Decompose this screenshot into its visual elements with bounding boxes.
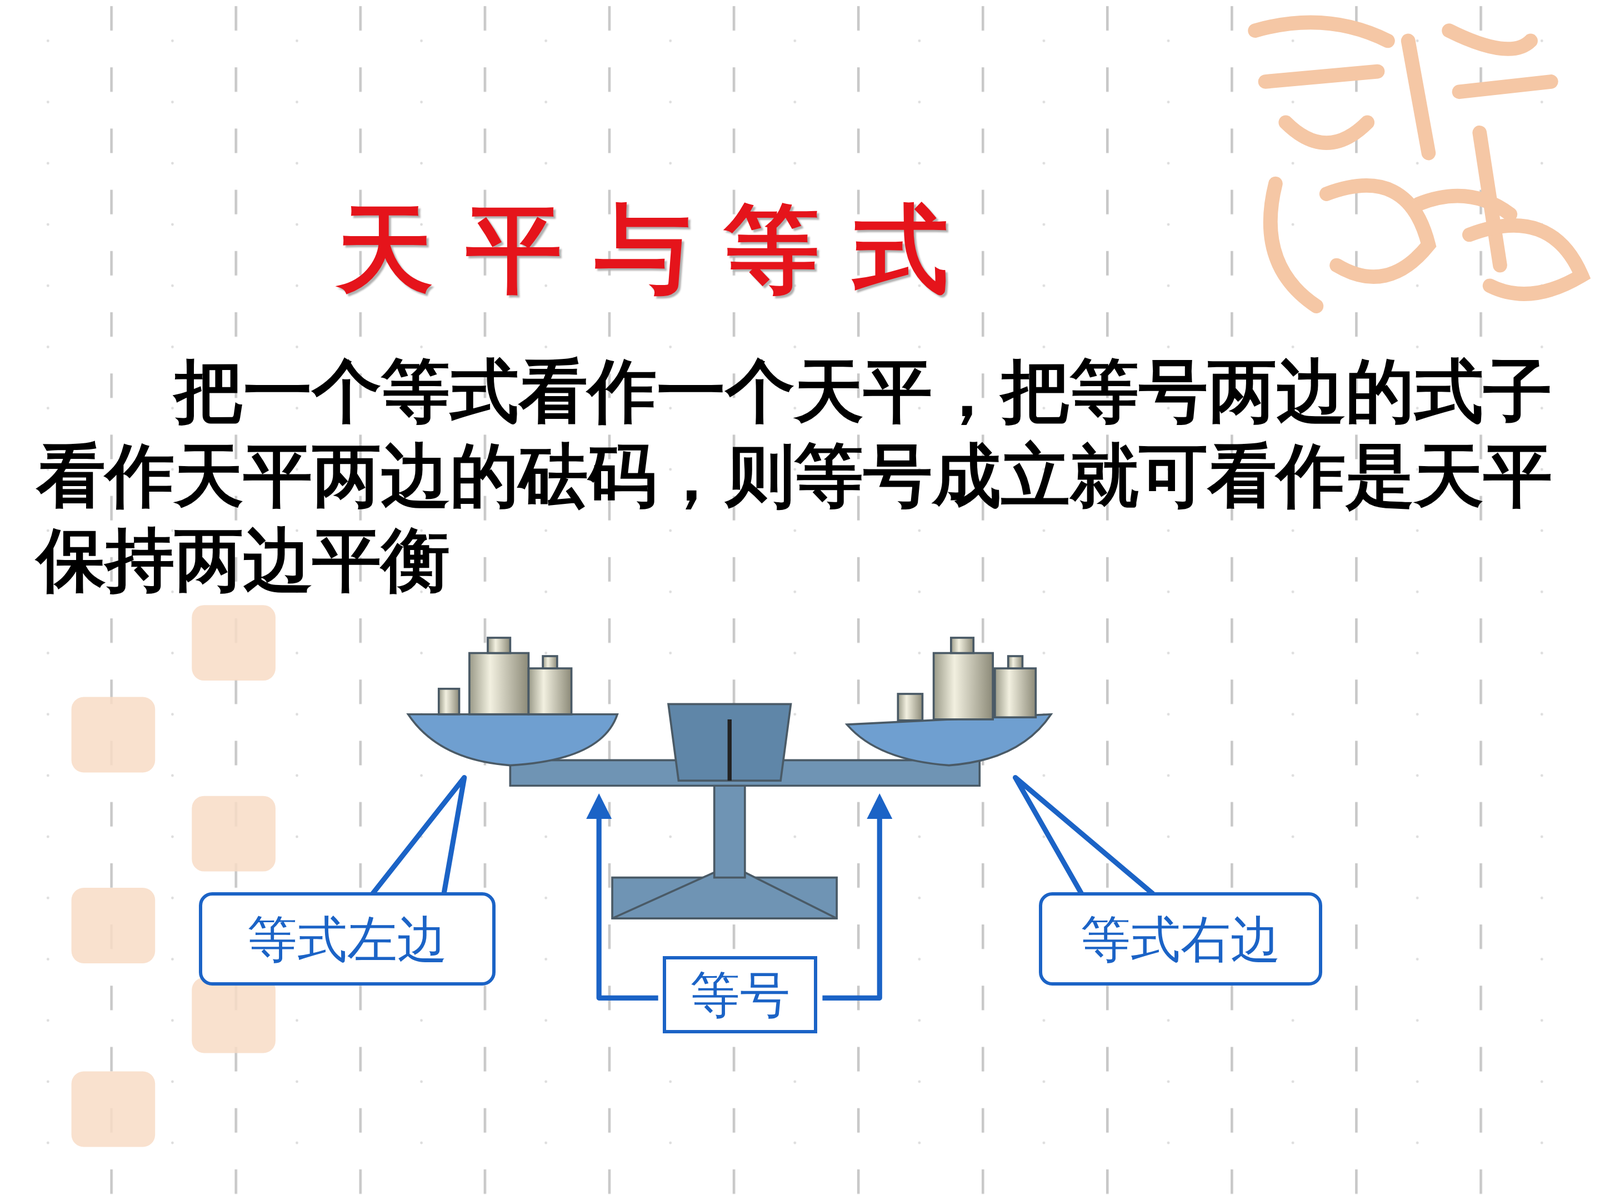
slide-title: 天 平 与 等 式 <box>337 186 949 315</box>
callout-text: 等式右边 <box>1080 911 1281 967</box>
body-text: 把一个等式看作一个天平，把等号两边的式子看作天平两边的砝码，则等号成立就可看作是… <box>36 348 1576 603</box>
callout-box: 等号 <box>662 956 818 1034</box>
callout-box: 等式右边 <box>1038 892 1323 986</box>
callout-text: 等号 <box>690 967 790 1023</box>
seal-decoration <box>1255 22 1582 307</box>
balance <box>408 637 1052 919</box>
callout-box: 等式左边 <box>198 892 496 986</box>
callout-text: 等式左边 <box>247 911 448 967</box>
seal-stamps <box>71 605 276 1147</box>
